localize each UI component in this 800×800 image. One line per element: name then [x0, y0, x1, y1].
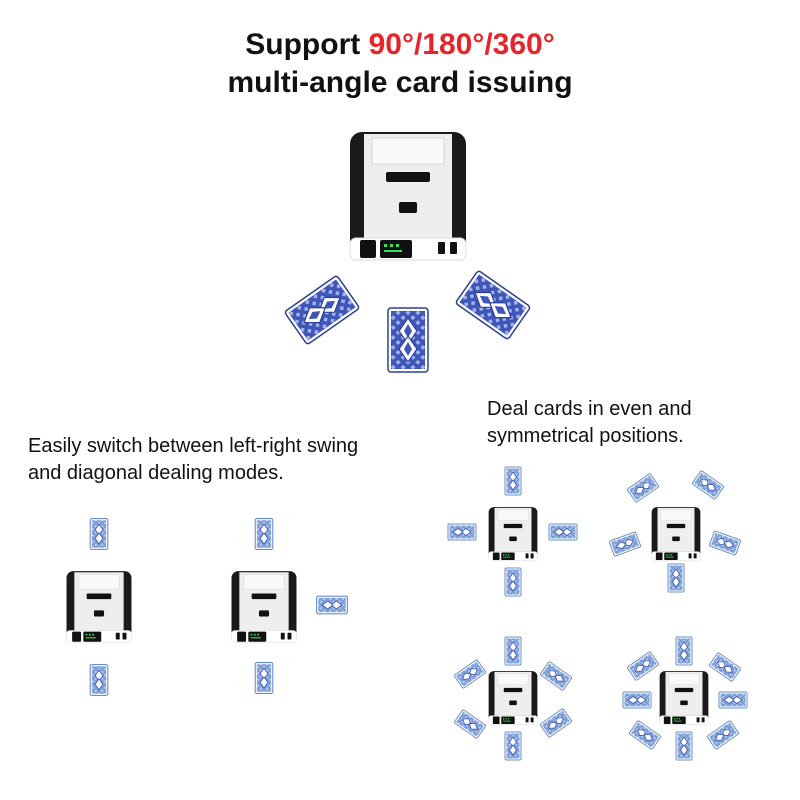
six-position-diagram [608, 469, 742, 593]
title-angles: 90°/180°/360° [368, 28, 555, 61]
swing-mode-diagram [66, 518, 132, 696]
hero-card-right [454, 269, 532, 341]
title-prefix: Support [245, 28, 361, 61]
eight-position-diagram-b [622, 636, 748, 761]
hero-device [349, 131, 467, 261]
hero-card-center [387, 307, 429, 373]
diagonal-mode-diagram [231, 518, 348, 694]
four-position-diagram [447, 466, 578, 597]
title-line-2: multi-angle card issuing [227, 66, 573, 99]
title-line-1: Support 90°/180°/360° [0, 26, 800, 64]
caption-left: Easily switch between left-right swing a… [28, 433, 358, 487]
caption-left-line-2: and diagonal dealing modes. [28, 462, 284, 484]
eight-position-diagram-a [453, 636, 573, 761]
caption-right-line-2: symmetrical positions. [487, 425, 684, 447]
caption-right-line-1: Deal cards in even and [487, 398, 692, 420]
hero-card-left [283, 274, 361, 346]
caption-right: Deal cards in even and symmetrical posit… [487, 396, 692, 450]
caption-left-line-1: Easily switch between left-right swing [28, 435, 359, 457]
